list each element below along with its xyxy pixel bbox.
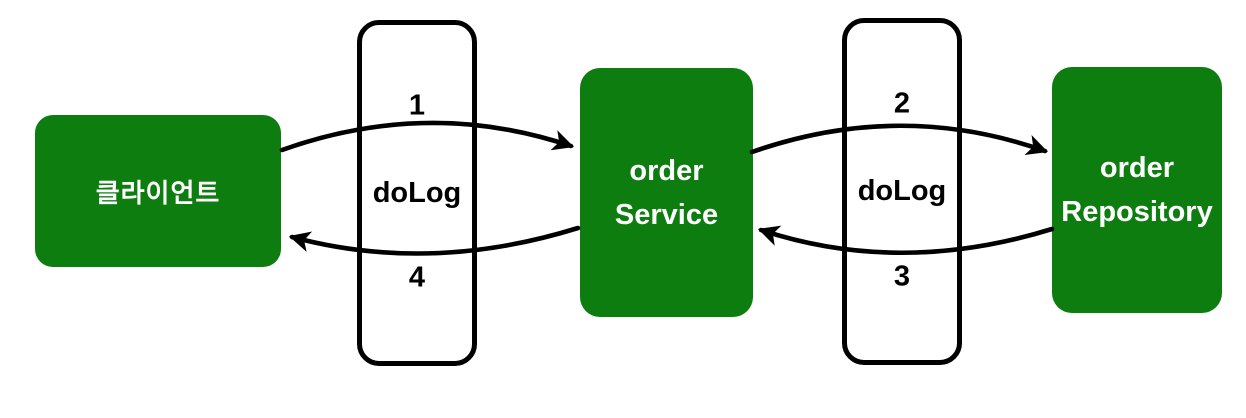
node-order-service: order Service <box>580 68 753 317</box>
node-service-label-line2: Service <box>614 198 719 231</box>
node-service-label-line1: order <box>629 154 704 187</box>
dolog-label-right: doLog <box>857 175 947 207</box>
step-number-2: 2 <box>893 87 911 120</box>
node-order-repository: order Repository <box>1052 67 1222 313</box>
step-number-3: 3 <box>893 260 911 293</box>
step-number-1: 1 <box>408 89 426 122</box>
dolog-proxy-right: 2 doLog 3 <box>842 18 962 365</box>
dolog-proxy-left: 1 doLog 4 <box>357 20 477 366</box>
node-client: 클라이언트 <box>35 115 281 267</box>
step-number-4: 4 <box>408 261 426 294</box>
dolog-label-left: doLog <box>372 176 462 209</box>
node-repository-label-line2: Repository <box>1061 196 1213 228</box>
node-repository-label-line1: order <box>1099 152 1175 184</box>
node-client-label: 클라이언트 <box>95 177 221 208</box>
